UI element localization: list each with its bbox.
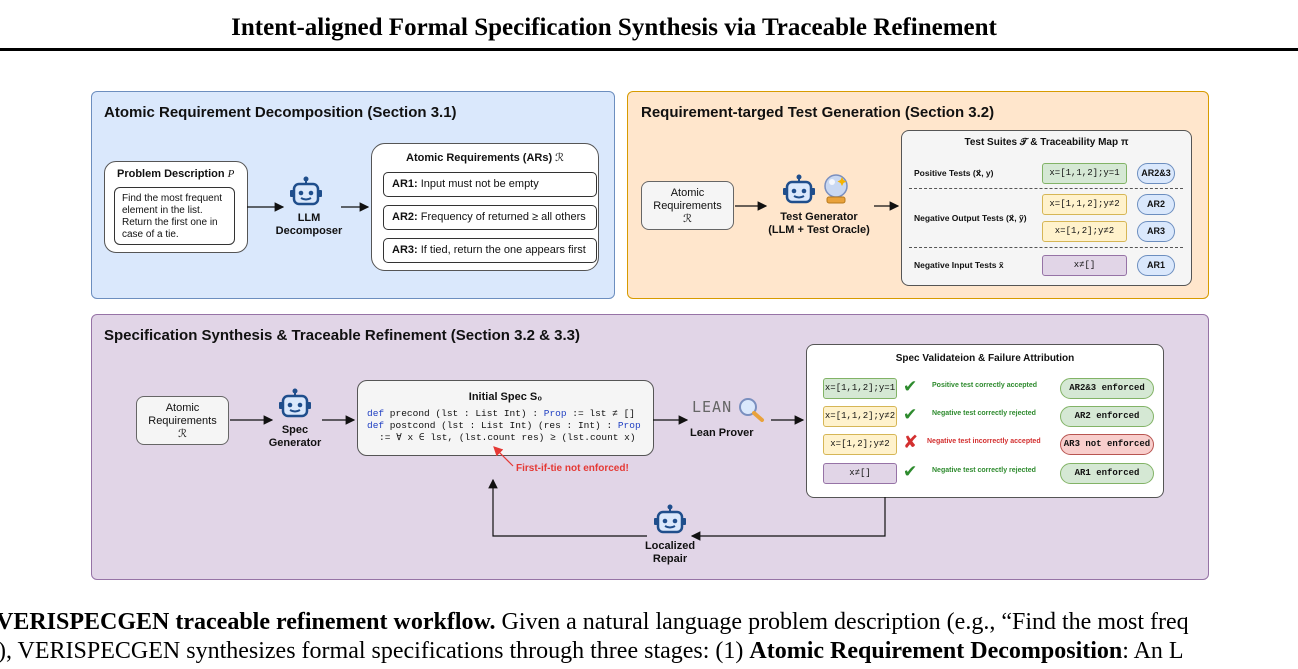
lean-prover-label: Lean Prover bbox=[690, 427, 754, 439]
validation-test-chip: x=[1,1,2];y=1 bbox=[823, 378, 897, 399]
negative-input-tests-label: Negative Input Tests x̃ bbox=[914, 260, 1004, 270]
header-rule bbox=[0, 48, 1298, 51]
validation-result: Negative test incorrectly accepted bbox=[927, 438, 1041, 445]
validation-status-tag: AR2 enforced bbox=[1060, 406, 1154, 427]
repair-robot-icon bbox=[654, 504, 686, 534]
annotation-first-if-tie: First-if-tie not enforced! bbox=[516, 463, 629, 474]
validation-result: Negative test correctly rejected bbox=[932, 410, 1036, 417]
spec-generator-robot-icon bbox=[279, 388, 311, 418]
check-icon: ✔ bbox=[903, 462, 918, 481]
problem-description-title: Problem Description P bbox=[117, 168, 235, 180]
spec-code: def precond (lst : List Int) : Prop := l… bbox=[367, 408, 641, 443]
check-icon: ✔ bbox=[903, 377, 918, 396]
lean-logo: LEAN bbox=[692, 398, 733, 416]
stage1-title: Atomic Requirement Decomposition (Sectio… bbox=[104, 104, 457, 121]
validation-result: Positive test correctly accepted bbox=[932, 382, 1038, 389]
magnifier-icon bbox=[739, 398, 764, 422]
validation-box: Spec Validateion & Failure Attribution x… bbox=[806, 344, 1164, 498]
test-chip: x=[1,1,2];y=1 bbox=[1042, 163, 1127, 184]
test-generator-label: Test Generator(LLM + Test Oracle) bbox=[768, 211, 870, 236]
ar-item: AR3: If tied, return the one appears fir… bbox=[383, 238, 597, 263]
caption-line-2: ), VERISPECGEN synthesizes formal specif… bbox=[0, 638, 1184, 664]
ar-item: AR1: Input must not be empty bbox=[383, 172, 597, 197]
initial-spec-title: Initial Spec S₀ bbox=[468, 391, 543, 403]
arrow bbox=[690, 497, 886, 541]
validation-status-tag: AR3 not enforced bbox=[1060, 434, 1154, 455]
traceability-tag: AR3 bbox=[1137, 221, 1175, 242]
traceability-tag: AR2 bbox=[1137, 194, 1175, 215]
test-chip: x=[1,2];y≠2 bbox=[1042, 221, 1127, 242]
validation-test-chip: x=[1,1,2];y≠2 bbox=[823, 406, 897, 427]
ar-item: AR2: Frequency of returned ≥ all others bbox=[383, 205, 597, 230]
ar-box-title: Atomic Requirements (ARs) ℛ bbox=[406, 152, 564, 164]
problem-description-box: Problem Description P Find the most freq… bbox=[104, 161, 248, 253]
validation-test-chip: x≠[] bbox=[823, 463, 897, 484]
test-generator-robot-icon bbox=[783, 174, 815, 204]
test-chip: x≠[] bbox=[1042, 255, 1127, 276]
atomic-requirements-box: Atomic Requirements (ARs) ℛ AR1: Input m… bbox=[371, 143, 599, 271]
caption-line-1: VERISPECGEN traceable refinement workflo… bbox=[0, 609, 1189, 635]
row-divider bbox=[909, 247, 1183, 248]
initial-spec-box: Initial Spec S₀ def precond (lst : List … bbox=[357, 380, 654, 456]
cross-icon: ✘ bbox=[903, 432, 919, 452]
stage2-title: Requirement-targed Test Generation (Sect… bbox=[641, 104, 995, 121]
problem-text: Find the most frequent element in the li… bbox=[114, 187, 235, 245]
traceability-tag: AR1 bbox=[1137, 255, 1175, 276]
positive-tests-label: Positive Tests (x⃗, y) bbox=[914, 168, 994, 178]
annotation-arrow bbox=[493, 446, 514, 467]
traceability-tag: AR2&3 bbox=[1137, 163, 1175, 184]
test-chip: x=[1,1,2];y≠2 bbox=[1042, 194, 1127, 215]
validation-status-tag: AR2&3 enforced bbox=[1060, 378, 1154, 399]
check-icon: ✔ bbox=[903, 405, 918, 424]
figure-header-title: Intent-aligned Formal Specification Synt… bbox=[231, 14, 997, 41]
crystal-ball-oracle-icon bbox=[824, 174, 848, 204]
llm-robot-icon bbox=[290, 176, 322, 206]
test-suites-box: Test Suites 𝒯 & Traceability Map π Posit… bbox=[901, 130, 1192, 286]
validation-test-chip: x=[1,2];y≠2 bbox=[823, 434, 897, 455]
row-divider bbox=[909, 188, 1183, 189]
test-suites-title: Test Suites 𝒯 & Traceability Map π bbox=[964, 137, 1129, 148]
validation-result: Negative test correctly rejected bbox=[932, 467, 1036, 474]
arrow bbox=[488, 478, 647, 537]
negative-output-tests-label: Negative Output Tests (x⃗, ỹ) bbox=[914, 213, 1027, 223]
validation-status-tag: AR1 enforced bbox=[1060, 463, 1154, 484]
stage3-title: Specification Synthesis & Traceable Refi… bbox=[104, 327, 580, 344]
validation-title: Spec Validateion & Failure Attribution bbox=[895, 353, 1075, 364]
